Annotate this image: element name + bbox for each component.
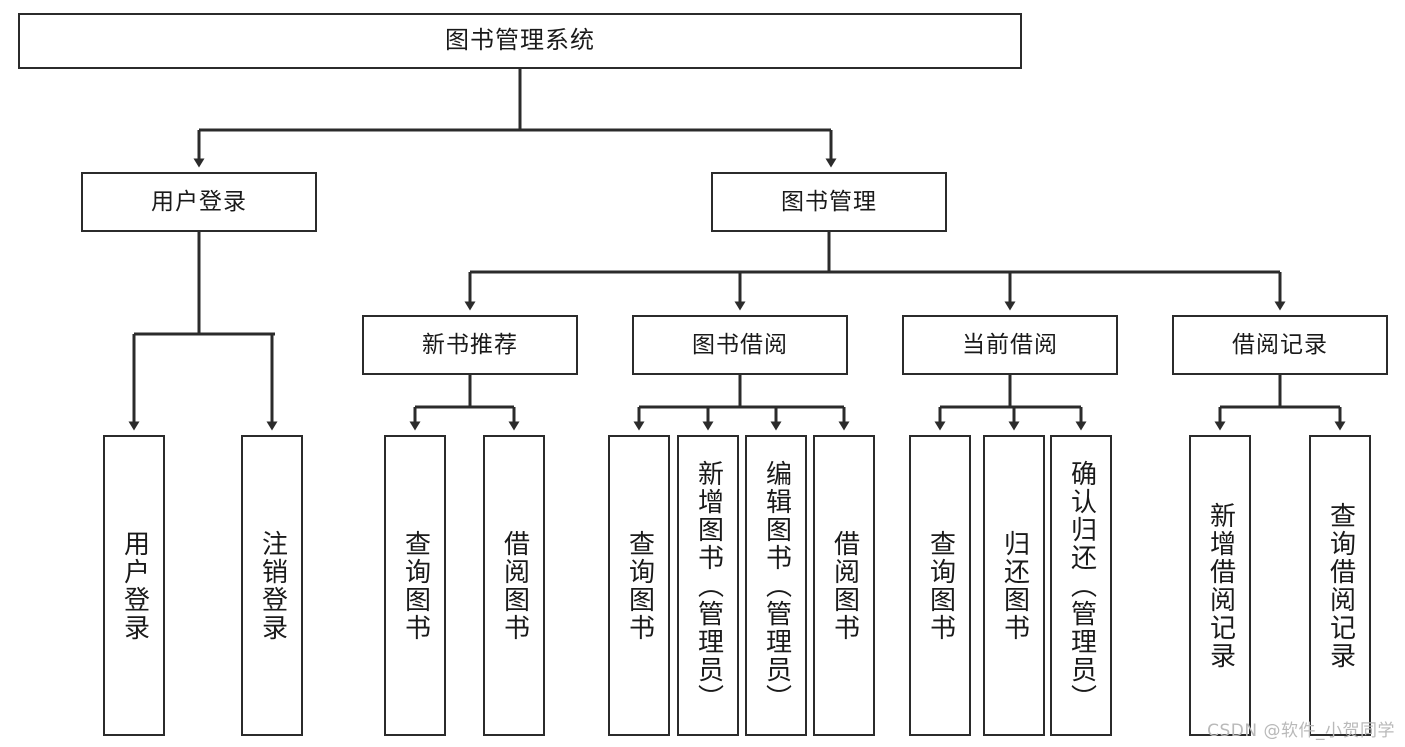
leaf-label: 注销登录	[257, 529, 288, 642]
leaf-label: 确认归还（管理员）	[1066, 459, 1097, 712]
leaf-node[interactable]: 查询图书	[608, 435, 670, 736]
leaf-label: 新增图书（管理员）	[693, 459, 724, 712]
node-label: 图书管理	[781, 188, 877, 215]
leaf-label: 新增借阅记录	[1205, 501, 1236, 670]
node-current-borrow[interactable]: 当前借阅	[902, 315, 1118, 375]
leaf-label: 查询图书	[624, 529, 655, 642]
leaf-node[interactable]: 用户登录	[103, 435, 165, 736]
leaf-node[interactable]: 归还图书	[983, 435, 1045, 736]
node-label: 当前借阅	[962, 331, 1058, 358]
node-new-book-recommend[interactable]: 新书推荐	[362, 315, 578, 375]
leaf-label: 编辑图书（管理员）	[761, 459, 792, 712]
node-book-management[interactable]: 图书管理	[711, 172, 947, 232]
leaf-label: 归还图书	[999, 529, 1030, 642]
leaf-label: 查询图书	[925, 529, 956, 642]
leaf-node[interactable]: 编辑图书（管理员）	[745, 435, 807, 736]
leaf-node[interactable]: 借阅图书	[813, 435, 875, 736]
node-label: 借阅记录	[1232, 331, 1328, 358]
leaf-label: 借阅图书	[829, 529, 860, 642]
node-book-borrow[interactable]: 图书借阅	[632, 315, 848, 375]
leaf-label: 查询图书	[400, 529, 431, 642]
leaf-label: 查询借阅记录	[1325, 501, 1356, 670]
node-book-management-system[interactable]: 图书管理系统	[18, 13, 1022, 69]
leaf-node[interactable]: 确认归还（管理员）	[1050, 435, 1112, 736]
node-label: 新书推荐	[422, 331, 518, 358]
leaf-node[interactable]: 新增图书（管理员）	[677, 435, 739, 736]
node-label: 图书管理系统	[445, 26, 595, 55]
node-borrow-records[interactable]: 借阅记录	[1172, 315, 1388, 375]
leaf-node[interactable]: 新增借阅记录	[1189, 435, 1251, 736]
leaf-node[interactable]: 查询图书	[909, 435, 971, 736]
node-label: 用户登录	[151, 188, 247, 215]
leaf-label: 用户登录	[119, 529, 150, 642]
node-user-login[interactable]: 用户登录	[81, 172, 317, 232]
leaf-node[interactable]: 借阅图书	[483, 435, 545, 736]
leaf-label: 借阅图书	[499, 529, 530, 642]
leaf-node[interactable]: 查询图书	[384, 435, 446, 736]
leaf-node[interactable]: 查询借阅记录	[1309, 435, 1371, 736]
node-label: 图书借阅	[692, 331, 788, 358]
leaf-node[interactable]: 注销登录	[241, 435, 303, 736]
